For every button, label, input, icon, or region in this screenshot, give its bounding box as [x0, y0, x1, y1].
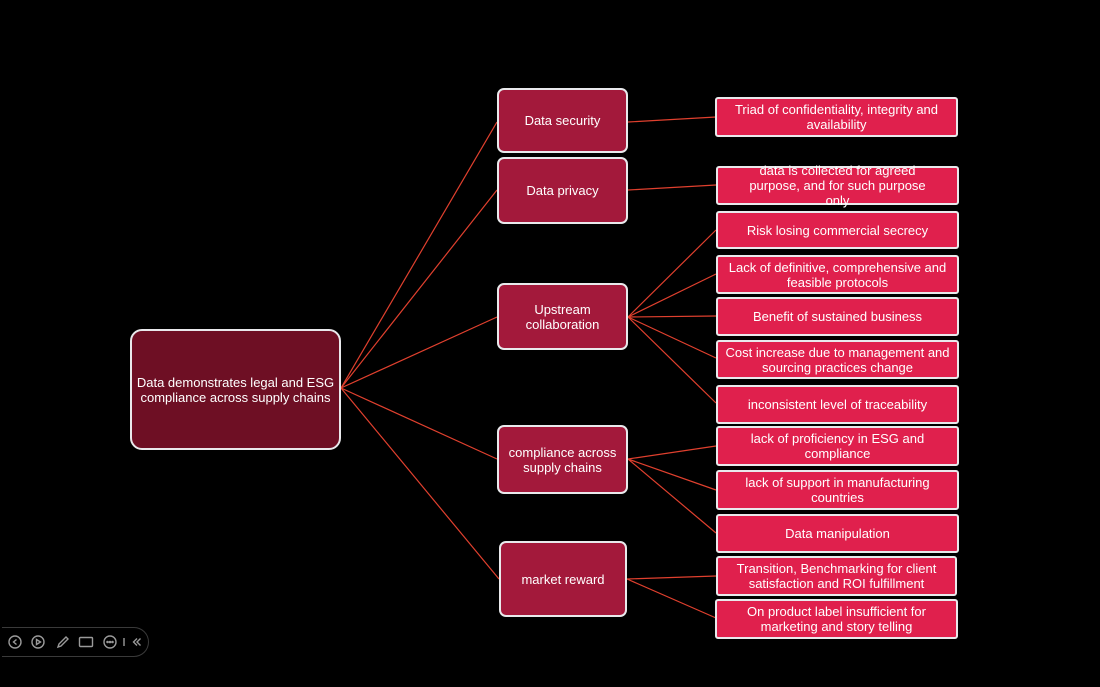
pen-icon[interactable]: [53, 633, 71, 651]
divider-icon: [118, 633, 130, 651]
connector-line: [627, 229, 717, 318]
leaf-label: data is collected for agreed purpose, an…: [749, 163, 926, 208]
leaf-cost-increase[interactable]: Cost increase due to management and sour…: [716, 340, 959, 379]
toolbar-frame: [2, 627, 149, 657]
branch-compliance-across-supply-chains[interactable]: compliance across supply chains: [497, 425, 628, 494]
collapse-icon[interactable]: [128, 633, 146, 651]
connector-line: [627, 458, 717, 534]
leaf-protocols[interactable]: Lack of definitive, comprehensive and fe…: [716, 255, 959, 294]
branch-label: Data security: [524, 113, 601, 128]
branch-market-reward[interactable]: market reward: [499, 541, 627, 617]
leaf-product-label[interactable]: On product label insufficient for market…: [715, 599, 958, 639]
connector-line: [627, 116, 717, 123]
leaf-data-manipulation[interactable]: Data manipulation: [716, 514, 959, 553]
screen-icon[interactable]: [77, 633, 95, 651]
connector-line: [627, 445, 717, 460]
connector-line: [340, 387, 498, 460]
branch-label: Data privacy: [526, 183, 599, 198]
leaf-label: Benefit of sustained business: [752, 309, 923, 324]
leaf-esg-proficiency[interactable]: lack of proficiency in ESG and complianc…: [716, 426, 959, 466]
leaf-label: Cost increase due to management and sour…: [725, 344, 950, 375]
play-icon[interactable]: [29, 633, 47, 651]
branch-data-security[interactable]: Data security: [497, 88, 628, 153]
connector-line: [340, 316, 498, 389]
leaf-sustained-business[interactable]: Benefit of sustained business: [716, 297, 959, 336]
leaf-label: Triad of confidentiality, integrity and …: [734, 102, 939, 132]
branch-label: Upstream collaboration: [525, 301, 600, 332]
connector-line: [626, 575, 717, 580]
leaf-label: Risk losing commercial secrecy: [746, 222, 929, 238]
connector-line: [340, 189, 498, 389]
leaf-transition-benchmarking[interactable]: Transition, Benchmarking for client sati…: [716, 556, 957, 596]
branch-label: compliance across supply chains: [508, 444, 617, 475]
connector-line: [340, 387, 500, 580]
leaf-agreed-purpose[interactable]: data is collected for agreed purpose, an…: [716, 163, 959, 208]
leaf-triad[interactable]: Triad of confidentiality, integrity and …: [715, 97, 958, 137]
connector-line: [627, 316, 717, 359]
connector-line: [340, 121, 498, 389]
branch-upstream-collaboration[interactable]: Upstream collaboration: [497, 283, 628, 350]
leaf-manufacturing-support[interactable]: lack of support in manufacturing countri…: [716, 470, 959, 510]
connector-line: [627, 316, 717, 404]
root-node[interactable]: Data demonstrates legal and ESG complian…: [130, 329, 341, 450]
leaf-label: Lack of definitive, comprehensive and fe…: [728, 259, 947, 290]
connector-line: [627, 315, 717, 318]
leaf-label: inconsistent level of traceability: [747, 397, 928, 412]
leaf-label: lack of proficiency in ESG and complianc…: [750, 431, 925, 461]
prev-icon[interactable]: [6, 633, 24, 651]
leaf-label: Data manipulation: [785, 526, 890, 541]
connector-line: [627, 184, 717, 191]
leaf-label: Transition, Benchmarking for client sati…: [736, 561, 937, 591]
more-icon[interactable]: [101, 633, 119, 651]
presentation-toolbar: [2, 627, 150, 657]
branch-data-privacy[interactable]: Data privacy: [497, 157, 628, 224]
leaf-label: lack of support in manufacturing countri…: [745, 475, 930, 505]
connector-line: [626, 578, 717, 619]
leaf-commercial-secrecy[interactable]: Risk losing commercial secrecy: [716, 211, 959, 249]
branch-label: market reward: [521, 571, 605, 587]
leaf-traceability[interactable]: inconsistent level of traceability: [716, 385, 959, 424]
root-label: Data demonstrates legal and ESG complian…: [136, 374, 335, 405]
connector-line: [627, 458, 717, 491]
leaf-label: On product label insufficient for market…: [747, 604, 926, 634]
connector-line: [627, 273, 717, 318]
